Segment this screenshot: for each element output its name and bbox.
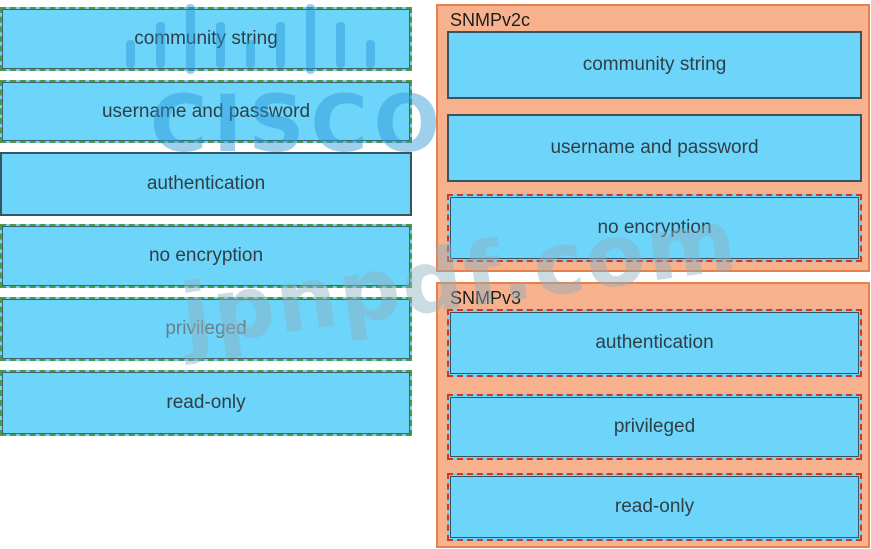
source-item-privileged[interactable]: privileged <box>0 297 412 361</box>
source-item-label: community string <box>134 28 278 49</box>
snmpv2c-item-community-string[interactable]: community string <box>447 31 862 99</box>
target-item-label: username and password <box>550 137 759 158</box>
source-item-authentication[interactable]: authentication <box>0 152 412 216</box>
source-item-label: privileged <box>165 318 247 339</box>
target-item-label: community string <box>582 54 727 75</box>
panel-title-snmpv3: SNMPv3 <box>450 288 522 308</box>
source-item-label: no encryption <box>148 245 264 266</box>
source-item-label: authentication <box>146 173 266 194</box>
target-item-label: authentication <box>595 332 714 353</box>
source-item-username-and-password[interactable]: username and password <box>0 80 412 143</box>
panel-title-snmpv2c: SNMPv2c <box>450 10 531 30</box>
snmpv3-item-privileged[interactable]: privileged <box>447 394 862 460</box>
source-item-no-encryption[interactable]: no encryption <box>0 224 412 288</box>
snmpv2c-item-username-and-password[interactable]: username and password <box>447 114 862 182</box>
snmpv2c-item-no-encryption[interactable]: no encryption <box>447 194 862 262</box>
source-item-label: username and password <box>101 100 311 122</box>
target-item-label: no encryption <box>597 217 712 238</box>
target-item-label: read-only <box>614 496 695 517</box>
source-item-community-string[interactable]: community string <box>0 7 412 71</box>
target-item-label: privileged <box>613 416 696 437</box>
source-item-read-only[interactable]: read-only <box>0 370 412 436</box>
snmpv3-item-read-only[interactable]: read-only <box>447 473 862 541</box>
snmpv3-item-authentication[interactable]: authentication <box>447 309 862 377</box>
source-item-label: read-only <box>166 392 246 413</box>
